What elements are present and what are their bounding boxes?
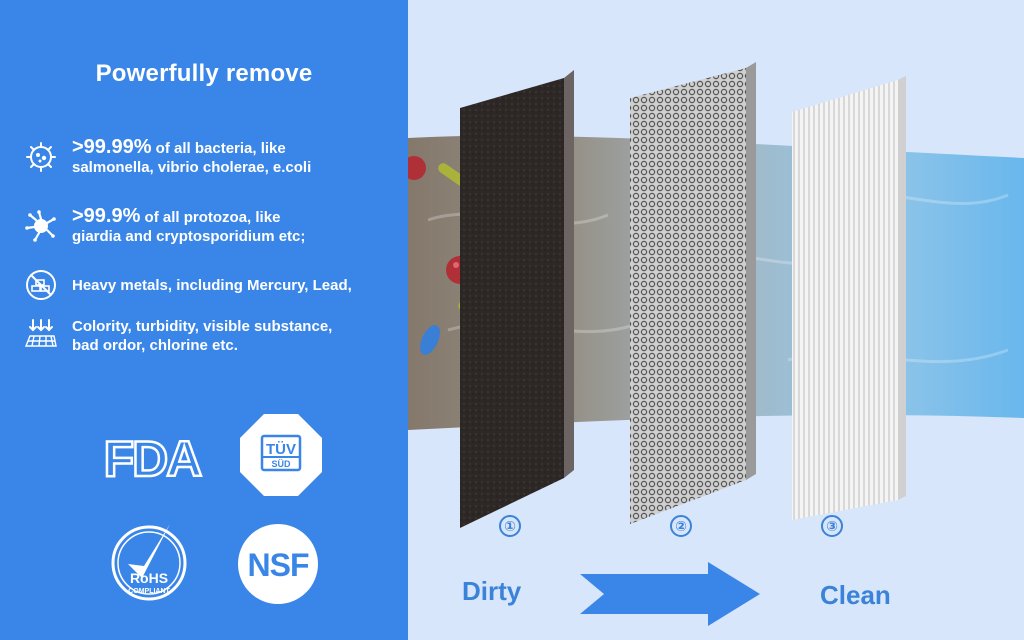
bacteria-icon [26, 142, 56, 172]
fda-logo: FDA [92, 430, 212, 489]
fda-logo-text: FDA [104, 431, 202, 484]
filter-membrane [792, 76, 906, 520]
feature-heavy-metals-text: Heavy metals, including Mercury, Lead, [72, 266, 352, 295]
feature-bacteria: >99.99% of all bacteria, like salmonella… [22, 136, 402, 177]
flow-arrow [580, 562, 760, 626]
rohs-text: RoHS [130, 570, 168, 586]
sediment-line2: bad ordor, chlorine etc. [72, 337, 238, 354]
protozoa-line1: of all protozoa, like [140, 209, 281, 226]
heavy-metals-icon [26, 270, 56, 300]
feature-sediment-text: Colority, turbidity, visible substance, … [72, 314, 332, 355]
feature-sediment: Colority, turbidity, visible substance, … [22, 314, 402, 355]
sediment-filter-icon [24, 319, 57, 347]
rohs-compliant-text: COMPLIANT [128, 588, 170, 595]
stage-1-marker: ① [499, 515, 521, 537]
protozoa-percentage: >99.9% [72, 205, 141, 227]
panel-title: Powerfully remove [95, 60, 313, 87]
tuv-text: TÜV [266, 441, 296, 458]
dirty-label: Dirty [462, 576, 522, 606]
nsf-text: NSF [248, 547, 309, 583]
bacteria-line2: salmonella, vibrio cholerae, e.coli [72, 159, 312, 176]
heavy-metals-line1: Heavy metals, including Mercury, Lead, [72, 277, 352, 294]
feature-protozoa-text: >99.9% of all protozoa, like giardia and… [72, 205, 306, 246]
feature-heavy-metals: Heavy metals, including Mercury, Lead, [22, 266, 402, 304]
sud-text: SÜD [271, 459, 291, 469]
feature-bacteria-text: >99.99% of all bacteria, like salmonella… [72, 136, 312, 177]
bacteria-line1: of all bacteria, like [151, 140, 286, 157]
clean-label: Clean [820, 580, 891, 610]
filter-carbon [460, 70, 574, 528]
sediment-line1: Colority, turbidity, visible substance, [72, 318, 333, 335]
feature-protozoa: >99.9% of all protozoa, like giardia and… [22, 205, 402, 246]
stage-2-marker: ② [670, 515, 692, 537]
nsf-logo: NSF [236, 522, 320, 606]
tuv-sud-logo: TÜV SÜD [238, 412, 324, 498]
rohs-logo: RoHS COMPLIANT [104, 516, 194, 606]
filtration-illustration: ① ② ③ Dirty Clean [408, 0, 1024, 640]
filtration-graphic [408, 62, 1024, 626]
info-panel: Powerfully remove >99.99% of all bacteri… [0, 0, 408, 640]
stage-3-marker: ③ [821, 515, 843, 537]
bacteria-percentage: >99.99% [72, 136, 152, 158]
protozoa-line2: giardia and cryptosporidium etc; [72, 228, 306, 245]
protozoa-icon [25, 210, 56, 242]
filter-mesh [630, 62, 756, 524]
